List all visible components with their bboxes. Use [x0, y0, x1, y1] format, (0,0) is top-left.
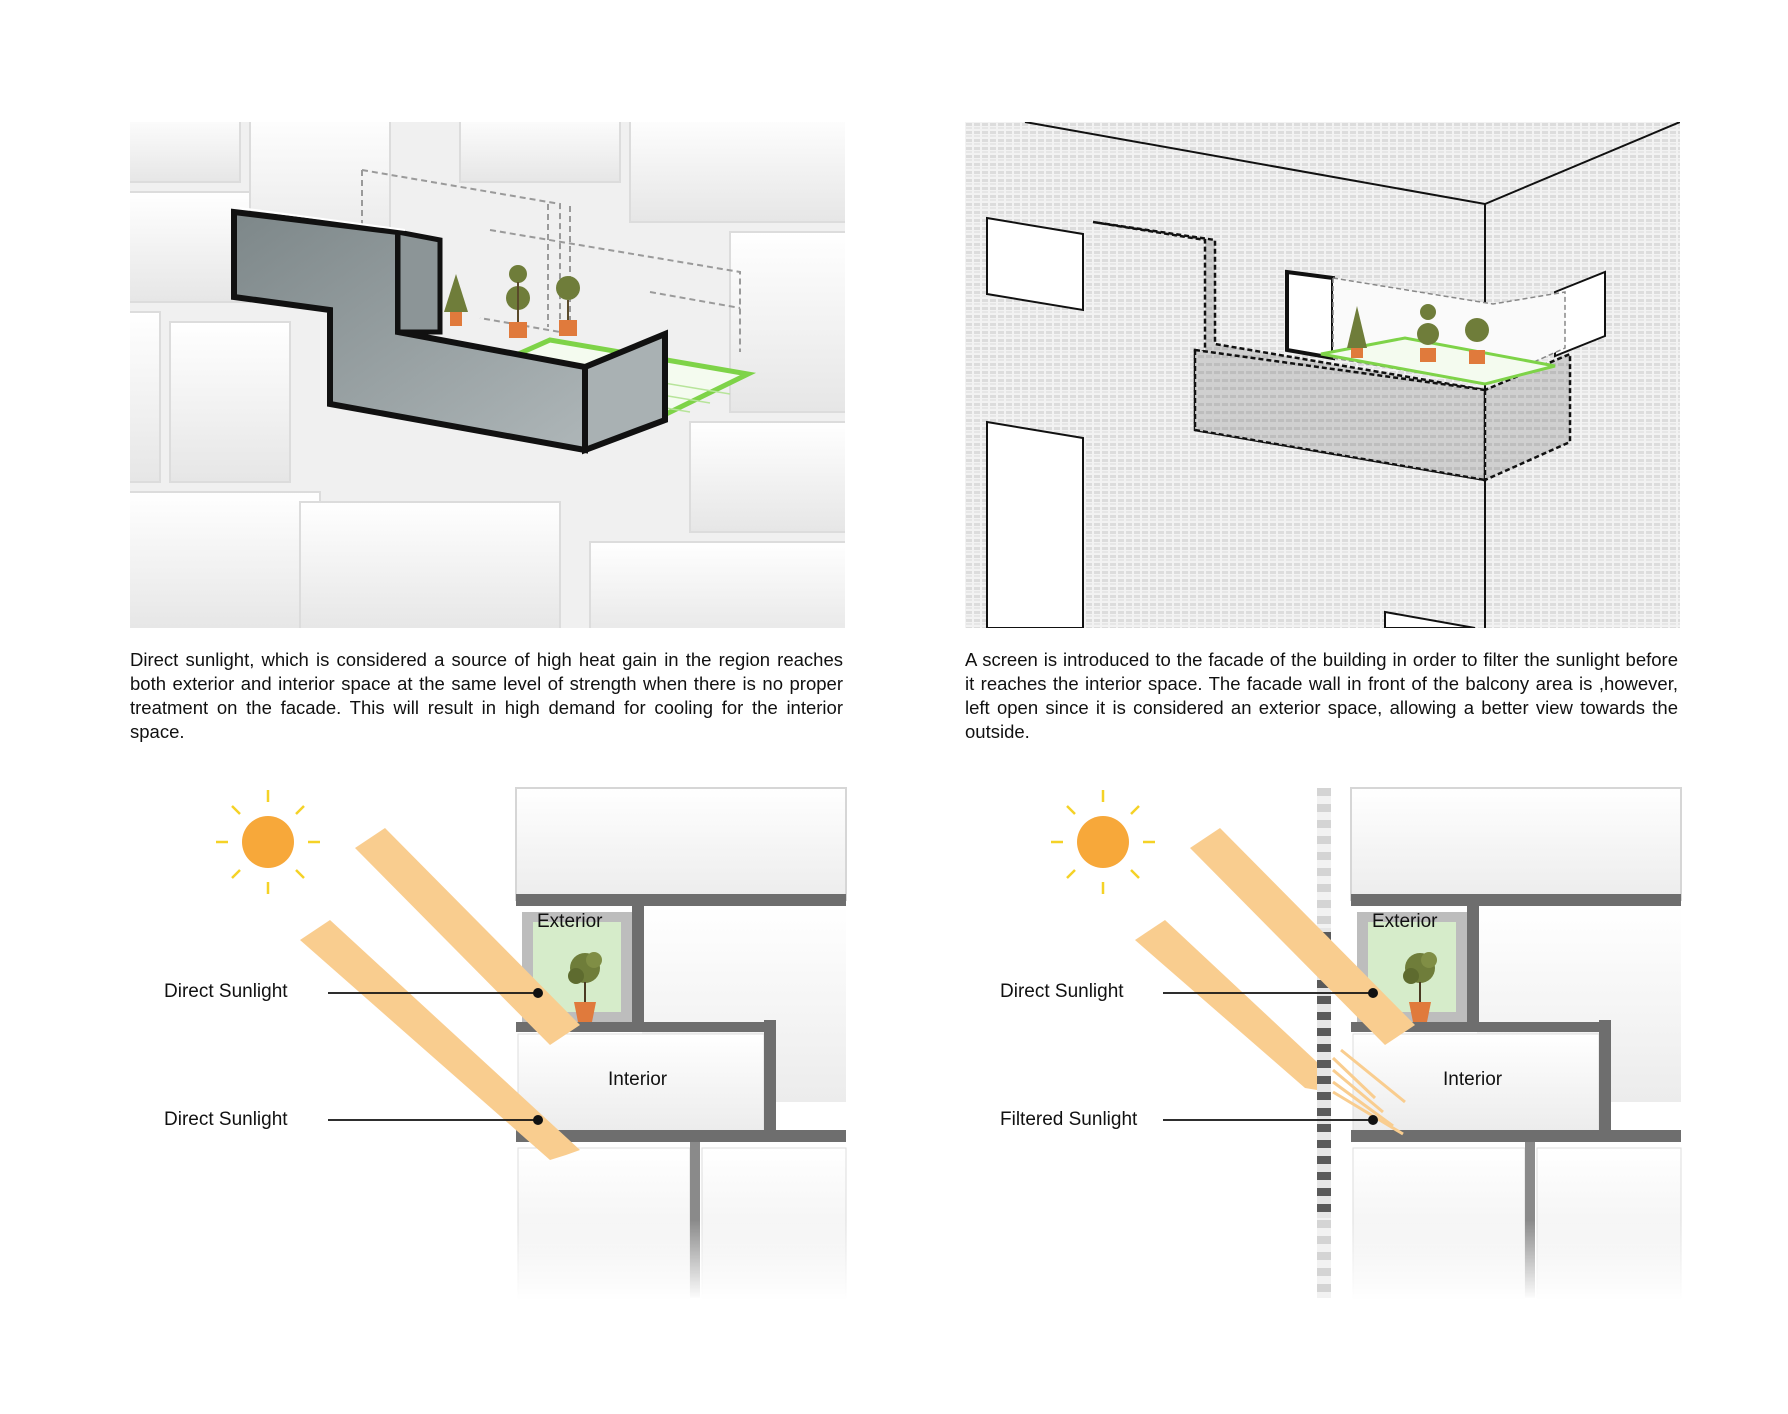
label-direct-sunlight-exterior: Direct Sunlight	[164, 981, 288, 1002]
sun-icon	[1051, 790, 1155, 894]
building-section	[1345, 787, 1685, 1300]
tree-icon	[1403, 952, 1437, 1022]
leader-dot	[1368, 988, 1378, 998]
tree-icon	[556, 276, 580, 336]
leader-dot	[533, 988, 543, 998]
leader-dot	[533, 1115, 543, 1125]
filtered-sunlight-rays	[1331, 1048, 1406, 1136]
label-filtered-sunlight: Filtered Sunlight	[1000, 1109, 1138, 1130]
tree-icon	[1465, 318, 1489, 364]
exterior-label: Exterior	[537, 911, 603, 932]
exterior-label: Exterior	[1372, 911, 1438, 932]
building-section	[510, 787, 850, 1300]
facade-screen	[1317, 788, 1331, 928]
leader-lines	[328, 992, 538, 1121]
tree-icon	[444, 274, 468, 326]
axon-view-no-screen	[130, 122, 845, 628]
facade-openings	[986, 216, 1606, 628]
label-direct-sunlight-exterior: Direct Sunlight	[1000, 981, 1124, 1002]
upper-volume-dashed	[361, 169, 741, 352]
caption-with-screen: A screen is introduced to the facade of …	[965, 649, 1678, 742]
background-modules	[130, 122, 845, 628]
sunlight-beams	[1135, 828, 1415, 1090]
label-direct-sunlight-interior: Direct Sunlight	[164, 1109, 288, 1130]
screened-volume	[1092, 220, 1572, 482]
interior-label: Interior	[608, 1069, 668, 1090]
tree-icon	[1417, 304, 1439, 362]
leader-lines	[1163, 992, 1373, 1121]
caption-no-screen: Direct sunlight, which is considered a s…	[130, 649, 843, 742]
sun-icon	[216, 790, 320, 894]
axon-view-with-screen	[965, 122, 1680, 628]
sunlight-beams	[300, 828, 580, 1160]
interior-label: Interior	[1443, 1069, 1503, 1090]
tree-icon	[506, 265, 530, 338]
leader-dot	[1368, 1115, 1378, 1125]
balcony-opening	[1285, 269, 1335, 361]
tree-icon	[568, 952, 602, 1022]
section-with-screen: Exterior Interior	[965, 780, 1685, 1300]
section-no-screen: Exterior Interior	[130, 780, 850, 1300]
z-volume	[231, 207, 668, 455]
tree-icon	[1347, 306, 1367, 358]
